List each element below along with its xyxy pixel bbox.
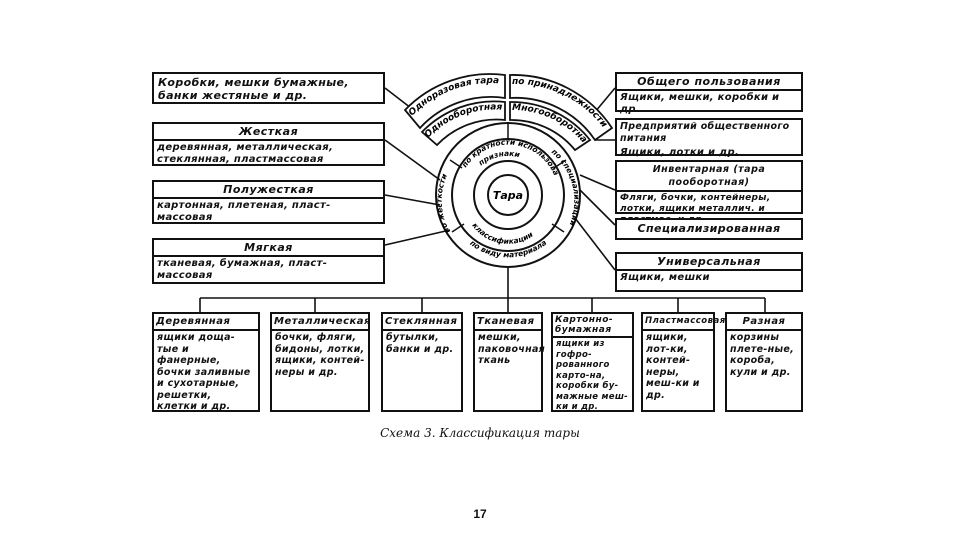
arc-banners <box>403 73 614 152</box>
bottom-box-metal-title: Металлическая <box>272 314 370 331</box>
right-box-general-title: Общего пользования <box>617 74 801 91</box>
left-box-soft-text: тканевая, бумажная, пласт-массовая <box>157 258 328 281</box>
bottom-box-plastic: Пластмассовая ящики, лот-ки, контей-неры… <box>641 312 725 412</box>
page-number: 17 <box>473 507 487 521</box>
banner-single-use <box>420 100 506 147</box>
right-box-general-text: Ящики, мешки, коробки и др. <box>620 92 780 115</box>
connector-right-4 <box>579 189 616 226</box>
bottom-box-misc-text: корзины плете-ные, короба, кули и др. <box>730 332 795 378</box>
left-box-paper: Коробки, мешки бумажные, банки жестяные … <box>152 72 385 104</box>
banner-multi-use <box>509 101 592 152</box>
bottom-box-metal: Металлическая бочки, фляги, бидоны, лотк… <box>270 312 370 412</box>
inner-ring <box>473 160 543 230</box>
left-box-paper-text: Коробки, мешки бумажные, банки жестяные … <box>158 76 349 102</box>
figure-caption: Схема 3. Классификация тары <box>380 426 580 440</box>
bottom-box-fabric: Тканевая мешки, паковочная ткань <box>473 312 546 412</box>
right-box-catering-text: Ящики, лотки и др. <box>620 147 740 158</box>
right-box-specialized-title: Специализированная <box>637 222 781 235</box>
right-box-universal-text: Ящики, мешки <box>620 272 710 283</box>
bottom-box-wooden-text: ящики доща-тые и фанерные, бочки заливны… <box>157 332 251 412</box>
bottom-box-glass: Стеклянная бутылки, банки и др. <box>381 312 463 412</box>
right-box-catering: Предприятий общественного питания Ящики,… <box>615 118 803 158</box>
bottom-box-glass-title: Стеклянная <box>383 314 461 331</box>
banner-disposable <box>403 73 506 130</box>
left-box-soft: Мягкая тканевая, бумажная, пласт-массова… <box>152 238 385 284</box>
left-box-rigid-text: деревянная, металлическая, стеклянная, п… <box>157 142 334 165</box>
bottom-box-fabric-title: Тканевая <box>475 314 541 331</box>
center-rings <box>435 122 581 268</box>
connector-left-4 <box>384 229 451 246</box>
left-box-soft-title: Мягкая <box>154 240 383 257</box>
bottom-box-cardboard: Картонно-бумажная ящики из гофро-рованно… <box>551 312 634 412</box>
right-box-catering-title: Предприятий общественного питания <box>620 121 790 144</box>
banner-ownership <box>509 74 614 142</box>
left-box-rigid-title: Жесткая <box>154 124 383 141</box>
connector-lines <box>199 87 766 312</box>
bottom-box-cardboard-text: ящики из гофро-рованного карто-на, короб… <box>556 339 628 412</box>
connector-left-3 <box>384 194 441 206</box>
left-box-semirigid-text: картонная, плетеная, пласт-массовая <box>157 200 331 223</box>
bottom-box-cardboard-title: Картонно-бумажная <box>553 314 632 338</box>
right-box-inventory: Инвентарная (тара пооборотная) Фляги, бо… <box>615 160 803 225</box>
bottom-box-misc-title: Разная <box>727 314 801 331</box>
bottom-box-wooden-title: Деревянная <box>154 314 258 331</box>
right-box-universal-title: Универсальная <box>617 254 801 271</box>
connector-right-5 <box>574 217 616 271</box>
right-box-general: Общего пользования Ящики, мешки, коробки… <box>615 72 803 115</box>
connector-left-2 <box>384 139 441 181</box>
bottom-box-fabric-text: мешки, паковочная ткань <box>478 332 546 366</box>
bottom-box-glass-text: бутылки, банки и др. <box>386 332 454 355</box>
core-ring <box>487 174 529 216</box>
bottom-box-plastic-title: Пластмассовая <box>643 314 725 331</box>
right-box-inventory-title: Инвентарная (тара пооборотная) <box>617 162 801 192</box>
right-box-specialized: Специализированная <box>615 218 803 240</box>
bottom-box-misc: Разная корзины плете-ные, короба, кули и… <box>725 312 803 412</box>
connector-right-3 <box>579 174 616 191</box>
bottom-box-metal-text: бочки, фляги, бидоны, лотки, ящики, конт… <box>275 332 365 378</box>
right-box-universal: Универсальная Ящики, мешки <box>615 252 803 292</box>
bottom-box-plastic-text: ящики, лот-ки, контей-неры, меш-ки и др. <box>646 332 700 401</box>
left-box-semirigid-title: Полужесткая <box>154 182 383 199</box>
left-box-rigid: Жесткая деревянная, металлическая, стекл… <box>152 122 385 166</box>
center-label: Тара <box>493 189 523 202</box>
bottom-box-wooden: Деревянная ящики доща-тые и фанерные, бо… <box>152 312 260 412</box>
left-box-semirigid: Полужесткая картонная, плетеная, пласт-м… <box>152 180 385 224</box>
